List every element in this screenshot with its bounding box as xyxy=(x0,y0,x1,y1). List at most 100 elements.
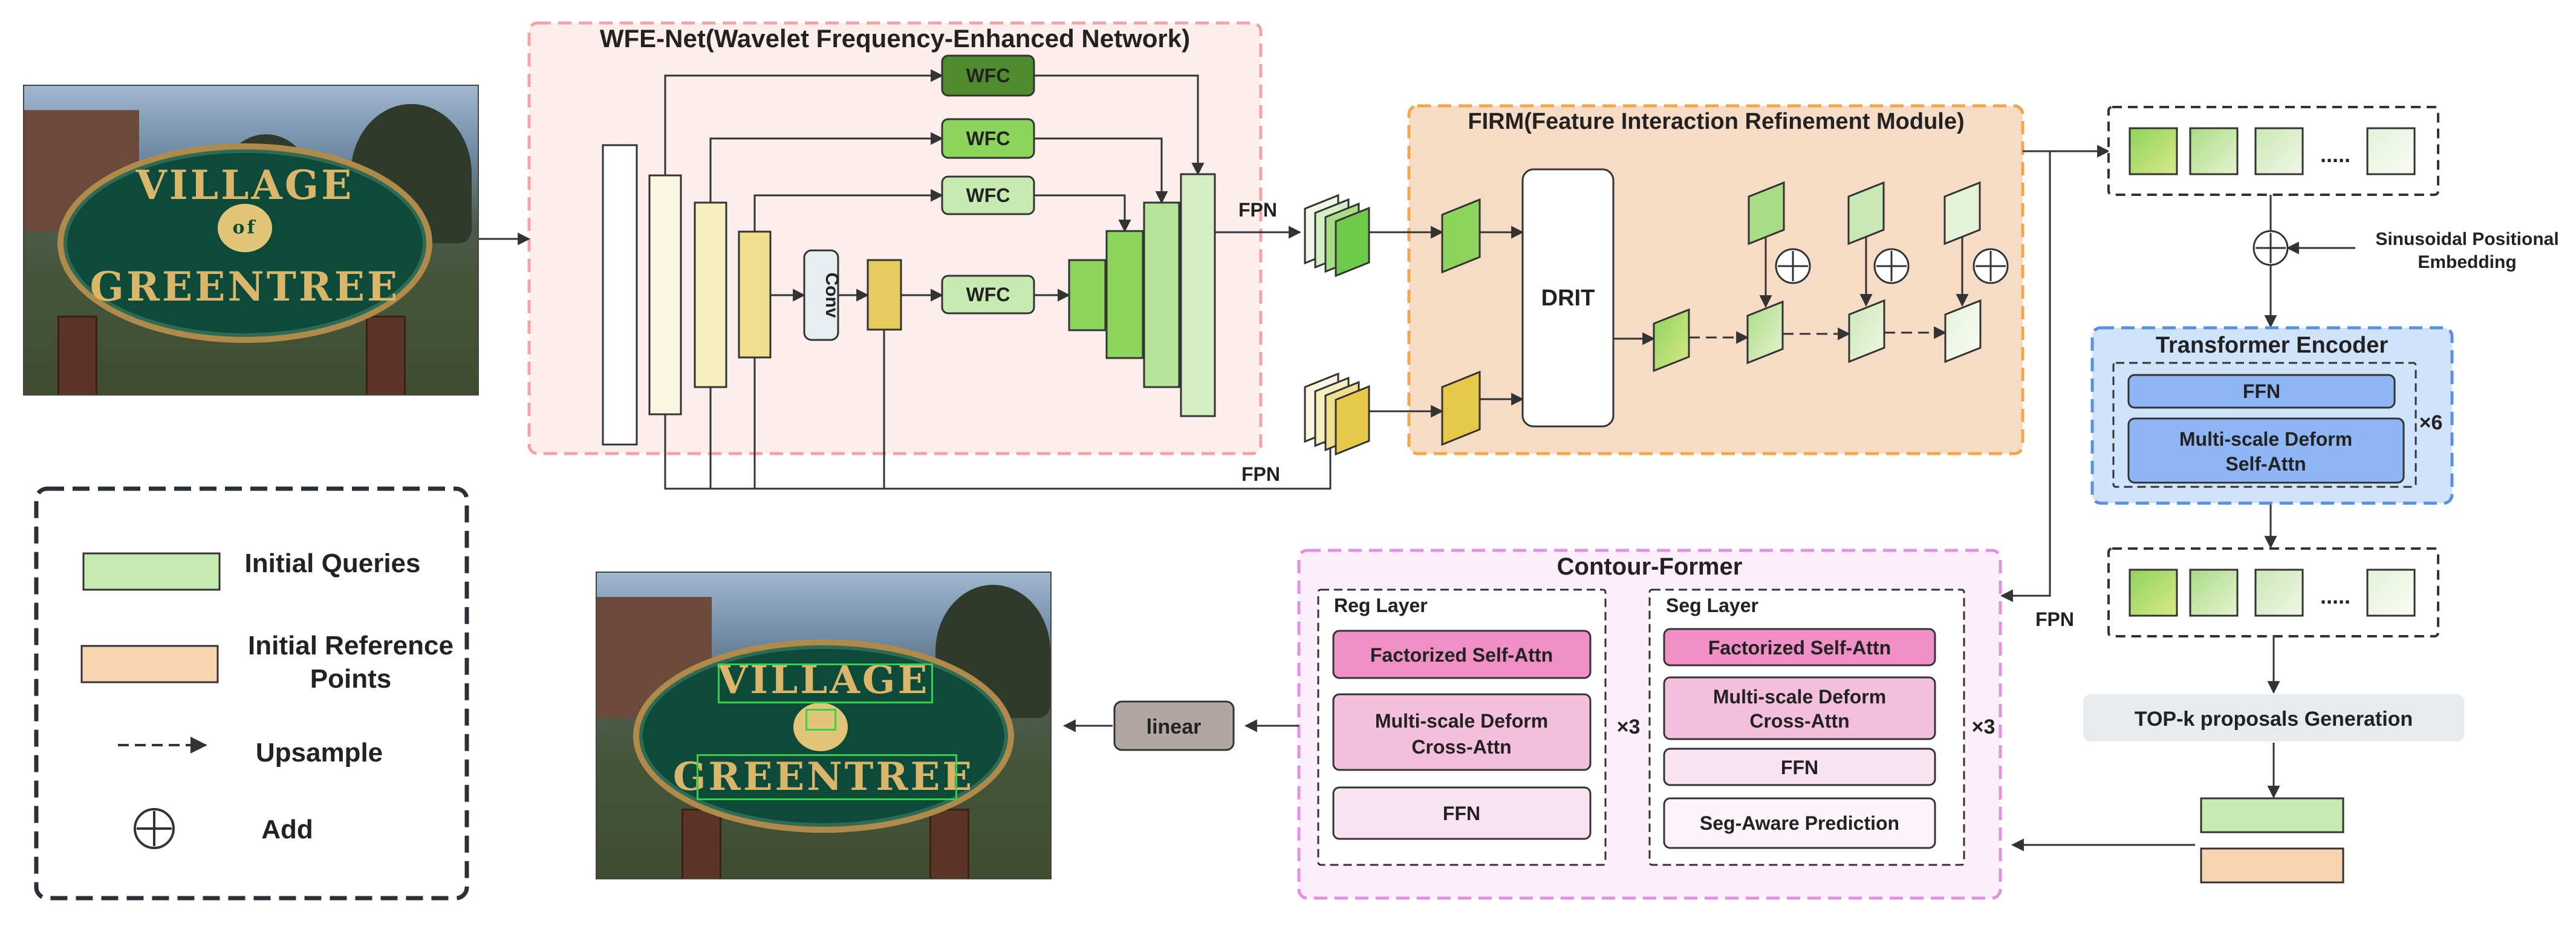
transformer-encoder-title: Transformer Encoder xyxy=(2156,333,2389,358)
reg-factorized-self-attn xyxy=(1332,630,1592,679)
drit-label: DRIT xyxy=(1541,285,1595,311)
legend-swatch-queries xyxy=(82,552,221,591)
positional-embedding-line2: Embedding xyxy=(2418,252,2516,272)
seg-factorized-label: Factorized Self-Attn xyxy=(1708,637,1891,659)
reg-ffn-label: FFN xyxy=(1443,803,1480,824)
query-token-top-0 xyxy=(2129,127,2178,175)
positional-embedding-line1: Sinusoidal Positional xyxy=(2375,229,2558,249)
detection-contour-2 xyxy=(805,709,836,731)
wfc-label-1: WFC xyxy=(966,65,1010,86)
decoder-level-2 xyxy=(1105,230,1144,359)
fpn-connections xyxy=(664,226,1337,490)
query-token-bottom-3 xyxy=(2366,569,2416,617)
firm-add-ops xyxy=(1775,248,2009,284)
detection-contour-1 xyxy=(718,663,933,703)
fpn-label-right: FPN xyxy=(2035,608,2074,630)
legend-swatch-ref-points xyxy=(80,645,219,683)
query-dots-bottom: ..... xyxy=(2320,584,2350,608)
conv-output-feature xyxy=(867,259,902,331)
reg-factorized-label: Factorized Self-Attn xyxy=(1370,644,1553,666)
decoder-level-4 xyxy=(1180,173,1216,417)
seg-layer-title: Seg Layer xyxy=(1666,595,1758,616)
query-token-bottom-2 xyxy=(2254,569,2304,617)
fpn-feature-stack-yellow xyxy=(1304,372,1370,456)
seg-pred-label: Seg-Aware Prediction xyxy=(1700,812,1899,834)
seg-repeat-label: ×3 xyxy=(1972,715,1995,738)
backbone-stage-2 xyxy=(694,201,727,388)
firm-title: FIRM(Feature Interaction Refinement Modu… xyxy=(1468,109,1964,134)
encoder-deform-self-attn xyxy=(2127,417,2405,484)
fpn-label-bottom: FPN xyxy=(1241,463,1280,485)
input-sign-line2: of xyxy=(232,217,258,238)
firm-yellow-feature xyxy=(1441,370,1481,446)
reg-ffn xyxy=(1332,786,1592,840)
positional-add xyxy=(2252,230,2289,266)
trunk-connections xyxy=(2000,145,2110,602)
wfe-connections xyxy=(478,69,1205,302)
backbone-stage-0 xyxy=(602,144,638,446)
seg-cross-line2: Cross-Attn xyxy=(1749,710,1849,732)
linear-label: linear xyxy=(1147,715,1202,738)
drit-block xyxy=(1521,168,1615,428)
seg-cross-line1: Multi-scale Deform xyxy=(1713,686,1886,708)
backbone-stage-1 xyxy=(648,174,682,415)
seg-aware-prediction xyxy=(1663,797,1936,849)
seg-ffn-label: FFN xyxy=(1781,757,1818,778)
proposal-queries xyxy=(2200,797,2344,833)
wfc-label-2: WFC xyxy=(966,128,1010,149)
topk-block xyxy=(2083,694,2464,741)
reg-cross-line2: Cross-Attn xyxy=(1411,736,1511,758)
fpn-label-top: FPN xyxy=(1238,199,1277,221)
wfe-net-title: WFE-Net(Wavelet Frequency-Enhanced Netwo… xyxy=(600,24,1190,53)
legend-box xyxy=(34,486,469,901)
input-sign-line3: GREENTREE xyxy=(89,263,400,310)
query-dots-top: ..... xyxy=(2320,142,2350,167)
wfc-label-4: WFC xyxy=(966,284,1010,305)
firm-query-2 xyxy=(1848,299,1885,363)
firm-query-0 xyxy=(1653,308,1690,373)
legend-queries-label: Initial Queries xyxy=(245,549,421,578)
input-image: VILLAGE of GREENTREE xyxy=(23,85,479,396)
firm-connections xyxy=(1369,226,1969,418)
contour-former-title: Contour-Former xyxy=(1557,553,1743,580)
legend-ref-line2: Points xyxy=(310,664,391,694)
topk-label: TOP-k proposals Generation xyxy=(2135,708,2413,731)
firm-panel xyxy=(1407,104,2025,455)
firm-update-0 xyxy=(1748,181,1785,246)
detection-contour-3 xyxy=(697,754,957,800)
query-token-bottom-0 xyxy=(2129,569,2178,617)
seg-deform-cross-attn xyxy=(1663,676,1936,740)
legend-add-label: Add xyxy=(261,815,313,844)
legend-add-icon xyxy=(134,808,175,849)
wfc-label-3: WFC xyxy=(966,184,1010,206)
firm-green-feature xyxy=(1441,198,1481,274)
encoder-ffn-label: FFN xyxy=(2243,380,2280,402)
reg-deform-cross-attn xyxy=(1332,693,1592,771)
encoder-repeat-group xyxy=(2112,362,2417,488)
linear-block xyxy=(1113,700,1235,751)
query-token-top-1 xyxy=(2189,127,2239,175)
firm-query-3 xyxy=(1944,299,1982,363)
encoder-attn-line1: Multi-scale Deform xyxy=(2179,428,2352,450)
input-sign-line1: VILLAGE xyxy=(135,161,354,209)
decoder-level-3 xyxy=(1143,201,1180,388)
query-token-top-3 xyxy=(2366,127,2416,175)
reg-cross-line1: Multi-scale Deform xyxy=(1375,710,1548,732)
backbone-stage-3 xyxy=(738,230,772,359)
seg-ffn xyxy=(1663,748,1936,786)
seg-factorized-self-attn xyxy=(1663,628,1936,666)
output-image: VILLAGE GREENTREE xyxy=(596,572,1052,879)
query-token-top-2 xyxy=(2254,127,2304,175)
proposal-reference-points xyxy=(2200,847,2344,884)
reg-layer-title: Reg Layer xyxy=(1334,595,1428,616)
firm-update-2 xyxy=(1943,181,1981,246)
output-sign-line2: GREENTREE xyxy=(672,754,975,800)
encoder-attn-line2: Self-Attn xyxy=(2225,453,2306,475)
legend-ref-line1: Initial Reference xyxy=(248,631,454,660)
firm-update-1 xyxy=(1847,181,1885,246)
encoder-ffn xyxy=(2127,374,2396,409)
encoder-connections xyxy=(2011,195,2355,852)
reg-repeat-label: ×3 xyxy=(1617,715,1641,738)
query-token-bottom-1 xyxy=(2189,569,2239,617)
